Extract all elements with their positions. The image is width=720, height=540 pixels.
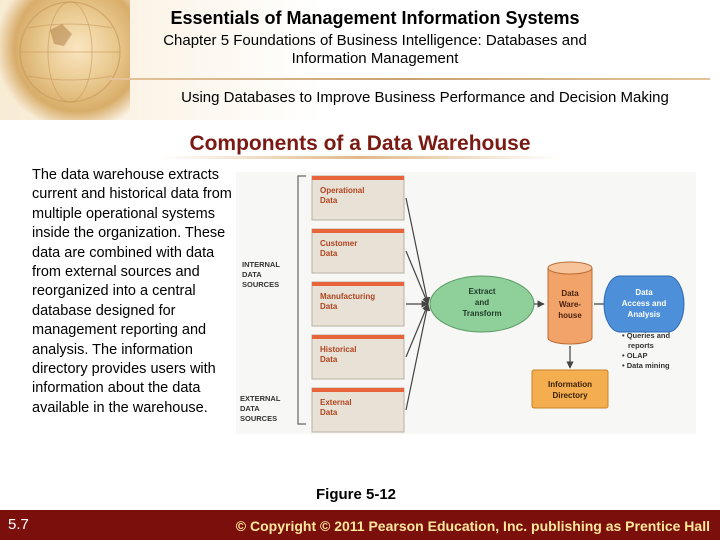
- header-divider: [110, 78, 710, 80]
- svg-text:• Data mining: • Data mining: [622, 361, 670, 370]
- book-title: Essentials of Management Information Sys…: [170, 8, 580, 28]
- svg-text:Data: Data: [635, 288, 653, 297]
- svg-text:Information: Information: [548, 380, 592, 389]
- svg-text:Access and: Access and: [622, 299, 667, 308]
- source-label-line: Customer: [320, 239, 357, 248]
- body-paragraph: The data warehouse extracts current and …: [32, 167, 232, 416]
- svg-text:EXTERNAL: EXTERNAL: [240, 394, 281, 403]
- svg-text:Transform: Transform: [462, 309, 501, 318]
- svg-text:• OLAP: • OLAP: [622, 351, 648, 360]
- svg-text:Ware-: Ware-: [559, 300, 581, 309]
- extract-transform-node: Extract and Transform: [429, 275, 535, 333]
- svg-text:SOURCES: SOURCES: [240, 414, 277, 423]
- source-connector-arrow: [405, 197, 431, 305]
- source-label-line: Data: [320, 355, 338, 364]
- internal-sources-label: INTERNAL DATA SOURCES: [242, 260, 280, 289]
- data-warehouse-diagram: INTERNAL DATA SOURCES EXTERNAL DATA SOUR…: [236, 172, 696, 434]
- figure-caption: Figure 5-12: [316, 486, 397, 503]
- data-warehouse-node: Data Ware- house: [547, 261, 593, 345]
- source-label-line: Data: [320, 196, 338, 205]
- svg-text:DATA: DATA: [240, 404, 260, 413]
- information-directory-node: Information Directory: [531, 369, 609, 409]
- data-access-analysis-node: Data Access and Analysis: [603, 275, 685, 333]
- chapter-title-line1: Chapter 5 Foundations of Business Intell…: [163, 32, 587, 49]
- slide-heading: Components of a Data Warehouse: [189, 132, 531, 155]
- svg-text:INTERNAL: INTERNAL: [242, 260, 280, 269]
- source-connector-arrow: [405, 303, 431, 411]
- source-bracket: [297, 175, 306, 425]
- svg-text:house: house: [558, 311, 582, 320]
- source-label-line: Data: [320, 408, 338, 417]
- svg-text:Analysis: Analysis: [628, 310, 661, 319]
- source-label-line: Operational: [320, 186, 364, 195]
- source-connector-arrow: [405, 303, 429, 358]
- source-label-line: External: [320, 398, 352, 407]
- access-analysis-list: • Queries and reports • OLAP • Data mini…: [622, 331, 670, 370]
- slide-number: 5.7: [8, 516, 29, 533]
- source-connector-arrow: [405, 250, 429, 305]
- svg-text:Extract: Extract: [468, 287, 495, 296]
- source-label-line: Manufacturing: [320, 292, 375, 301]
- copyright-notice: © Copyright © 2011 Pearson Education, In…: [235, 518, 710, 534]
- section-title: Using Databases to Improve Business Perf…: [181, 89, 669, 106]
- footer-bar: [0, 510, 720, 540]
- source-label-line: Data: [320, 302, 338, 311]
- chapter-title: Chapter 5 Foundations of Business Intell…: [125, 32, 625, 68]
- chapter-title-line2: Information Management: [291, 50, 459, 67]
- globe-logo-icon: [0, 0, 130, 120]
- source-label-line: Data: [320, 249, 338, 258]
- source-label-line: Historical: [320, 345, 356, 354]
- svg-text:DATA: DATA: [242, 270, 262, 279]
- svg-text:SOURCES: SOURCES: [242, 280, 279, 289]
- svg-text:• Queries and: • Queries and: [622, 331, 670, 340]
- svg-text:Directory: Directory: [552, 391, 588, 400]
- svg-text:Data: Data: [561, 289, 579, 298]
- svg-text:reports: reports: [628, 341, 654, 350]
- heading-underline: [160, 156, 560, 159]
- svg-text:and: and: [475, 298, 489, 307]
- external-sources-label: EXTERNAL DATA SOURCES: [240, 394, 281, 423]
